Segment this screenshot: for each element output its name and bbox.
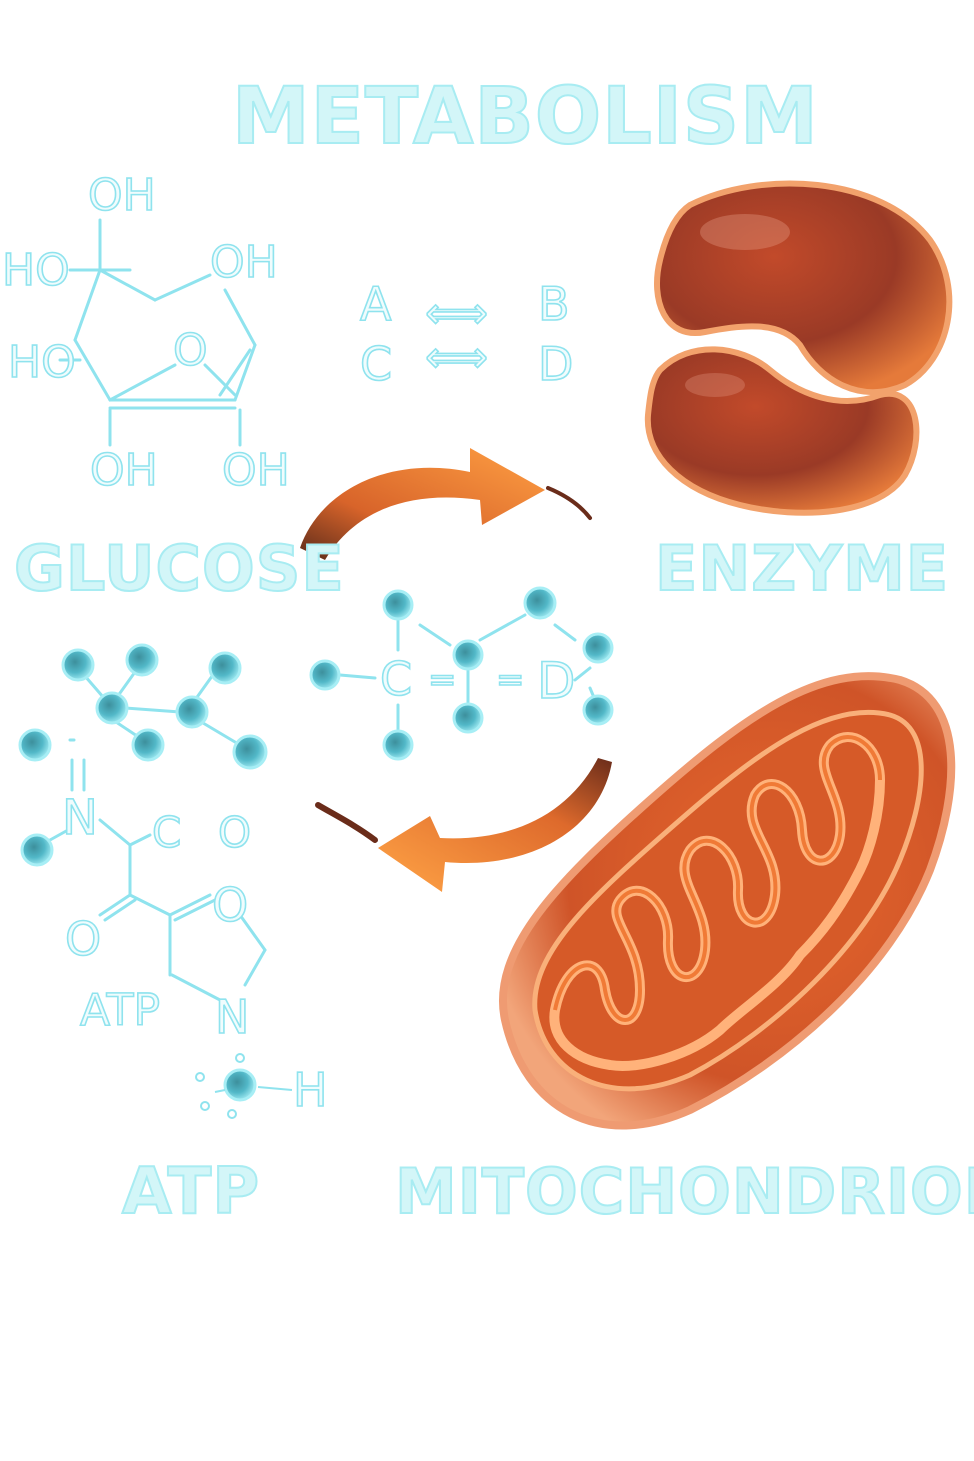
atom (382, 729, 414, 761)
atp-h: H (292, 1062, 328, 1118)
atp-inner-label: ATP (79, 984, 161, 1037)
glucose-ring-oxygen: O (172, 324, 208, 377)
atp-n-lower: N (214, 989, 250, 1045)
atom (125, 643, 159, 677)
atom (582, 632, 614, 664)
atom (232, 734, 268, 770)
glucose-oh-right-upper: OH (209, 236, 278, 289)
mitochondrion-inner-membrane (532, 709, 924, 1092)
center-d: D (536, 651, 576, 711)
center-eq2: = (495, 659, 525, 701)
glucose-oh-bottom-right: OH (221, 444, 290, 497)
cycle-arrow-bottom (315, 758, 612, 892)
center-molecule (309, 586, 614, 761)
atom (452, 639, 484, 671)
center-eq1: = (427, 659, 457, 701)
reaction-arrow-bottom: ⟺ (424, 331, 489, 384)
atp-o-right: O (217, 807, 252, 858)
atom (582, 694, 614, 726)
atom (175, 695, 209, 729)
atom (382, 589, 414, 621)
glucose-ho-left-upper: HO (1, 244, 70, 297)
glucose-oh-top: OH (87, 169, 156, 222)
glucose-oh-bottom-left: OH (89, 444, 158, 497)
enzyme-lobe-lower (644, 346, 920, 516)
enzyme-lobe-upper (654, 180, 953, 396)
diagram-title: METABOLISM (231, 71, 819, 163)
atom (208, 651, 242, 685)
reaction-arrow-top: ⟺ (424, 287, 489, 340)
atp-c: C (151, 807, 182, 858)
atp-label: ATP (121, 1154, 261, 1230)
mitochondrion-label: MITOCHONDRION (394, 1154, 974, 1229)
atom (223, 1068, 257, 1102)
glucose-ho-left-lower: HO (7, 336, 76, 389)
atom (309, 659, 341, 691)
atp-o-left: O (64, 911, 102, 967)
cycle-arrow-top (300, 448, 592, 560)
glucose-structure (58, 218, 257, 447)
reaction-c: C (359, 336, 393, 392)
enzyme-label: ENZYME (654, 531, 950, 606)
atom (95, 691, 129, 725)
atom (61, 648, 95, 682)
mitochondrion-illustration (499, 672, 956, 1130)
reaction-d: D (537, 336, 574, 392)
reaction-b: B (537, 276, 570, 332)
atom (131, 728, 165, 762)
atp-n-upper: N (61, 789, 99, 847)
atom (523, 586, 557, 620)
atp-structure (18, 643, 293, 1119)
atp-o-ring: O (211, 877, 249, 933)
atom (20, 833, 54, 867)
glucose-label: GLUCOSE (13, 531, 345, 606)
atom (452, 702, 484, 734)
enzyme-illustration (644, 180, 953, 516)
reaction-a: A (359, 276, 392, 332)
center-c: C (379, 651, 413, 707)
atom (18, 728, 52, 762)
